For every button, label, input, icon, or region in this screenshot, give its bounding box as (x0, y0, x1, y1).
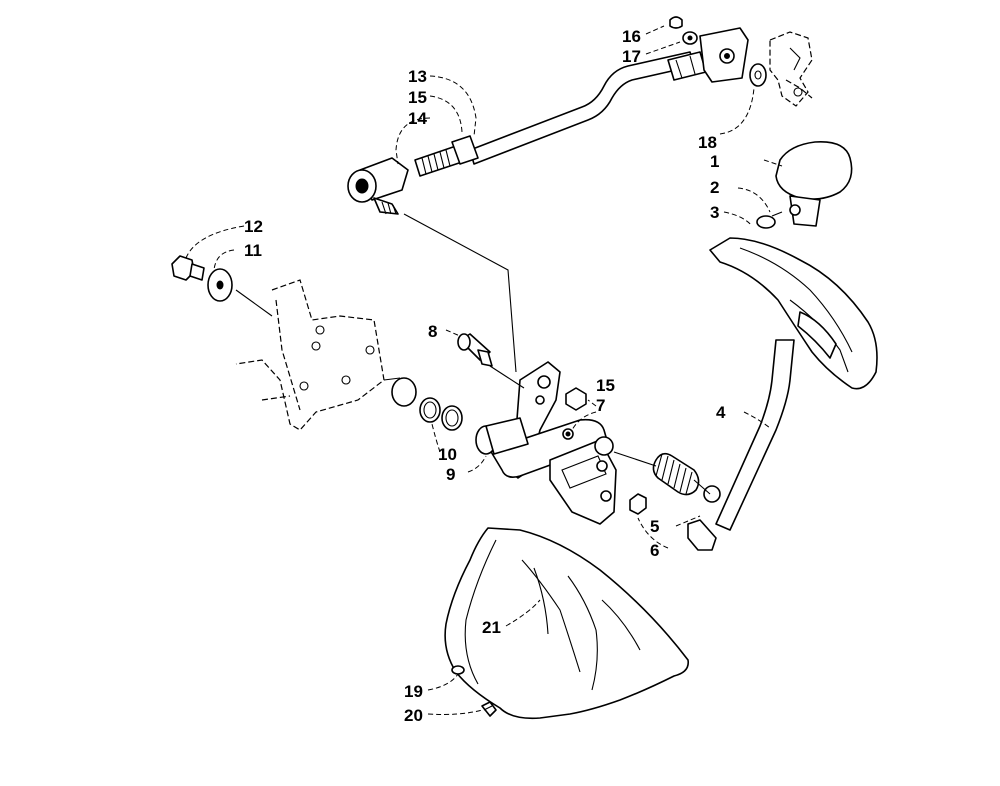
callout-19: 19 (404, 682, 423, 701)
callout-15-upper: 15 (408, 88, 427, 107)
callout-9: 9 (446, 465, 455, 484)
callout-13: 13 (408, 67, 427, 86)
callout-17: 17 (622, 47, 641, 66)
upper-bracket (669, 16, 749, 83)
washer (749, 63, 767, 87)
callout-3: 3 (710, 203, 719, 222)
shift-boot (709, 237, 878, 390)
callout-14: 14 (408, 109, 427, 128)
screw-20 (481, 701, 497, 717)
spring (652, 452, 700, 496)
shift-rod (469, 51, 707, 165)
callout-16: 16 (622, 27, 641, 46)
clip-19 (451, 665, 465, 675)
callout-7: 7 (596, 396, 605, 415)
callout-15-lower: 15 (596, 376, 615, 395)
axis-line-left (235, 289, 273, 317)
frame-mount-left (235, 279, 417, 431)
rod-threaded-end (414, 135, 479, 177)
bushing-9 (475, 417, 529, 455)
bolt-12 (171, 255, 205, 281)
lower-cover (444, 527, 690, 720)
callout-18: 18 (698, 133, 717, 152)
callout-10: 10 (438, 445, 457, 464)
knob-pin (756, 211, 783, 229)
callout-4: 4 (716, 403, 726, 422)
ball-joint (347, 157, 409, 215)
callout-20: 20 (404, 706, 423, 725)
linkage-line (403, 213, 517, 373)
shift-knob (775, 141, 853, 227)
frame-upper-right (769, 31, 813, 107)
nut (629, 493, 647, 515)
axis-line-spring (613, 451, 657, 467)
callout-2: 2 (710, 178, 719, 197)
shift-lever (687, 339, 795, 551)
o-rings (419, 397, 463, 431)
axis-line-lever (693, 479, 711, 495)
axis-line-pin (489, 365, 525, 389)
washer-7 (562, 428, 574, 440)
callout-21: 21 (482, 618, 501, 637)
washer-11 (207, 268, 233, 302)
callout-12: 12 (244, 217, 263, 236)
leader-lines (185, 25, 783, 715)
callout-6: 6 (650, 541, 659, 560)
callout-1: 1 (710, 152, 719, 171)
callout-8: 8 (428, 322, 437, 341)
callout-5: 5 (650, 517, 659, 536)
pivot-bracket (489, 361, 617, 525)
callout-11: 11 (244, 241, 262, 260)
nut-15-lower (565, 387, 587, 411)
pin-8 (457, 333, 493, 367)
